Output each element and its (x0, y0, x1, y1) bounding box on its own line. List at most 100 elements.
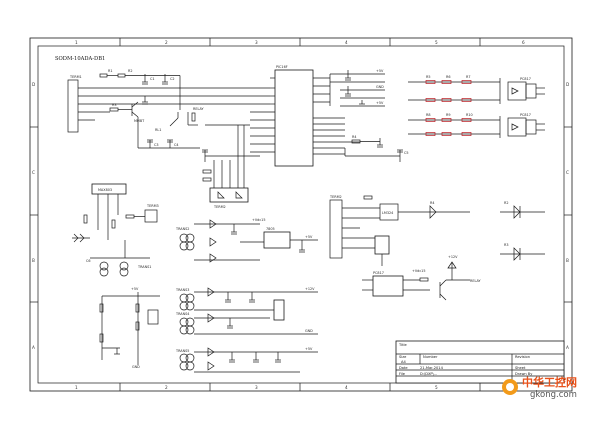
svg-text:R2: R2 (128, 69, 133, 73)
row-grid: D C B A D C B A (30, 82, 572, 350)
comparator-section: TERM2 LM324 R4 (329, 195, 470, 266)
date-label: Date (399, 366, 408, 370)
title-label: Title (398, 343, 407, 347)
svg-text:C6: C6 (86, 259, 91, 263)
svg-text:+5V: +5V (131, 287, 139, 291)
svg-text:TERM2: TERM2 (213, 205, 226, 209)
svg-text:R2: R2 (504, 201, 509, 205)
svg-text:RELAY: RELAY (470, 279, 482, 283)
svg-text:TERM1: TERM1 (69, 75, 82, 79)
svg-text:GND: GND (132, 365, 140, 369)
svg-text:R1: R1 (108, 69, 113, 73)
watermark-url: gkong.com (530, 390, 577, 400)
sheet-label: Sheet (515, 366, 526, 370)
status-led-outputs: R5 R6 R7 R8 R9 R10 PC817 PC817 (408, 75, 545, 138)
reset-supervisor: MAX803 TERM3 TRANS1 C6 (72, 183, 159, 277)
watermark-cn: 中华工控网 (522, 375, 577, 389)
row-label-b: B (32, 258, 35, 263)
drawn-label: Drawn By (515, 372, 533, 376)
svg-text:GND: GND (305, 329, 313, 333)
svg-text:+Vdc15: +Vdc15 (252, 218, 266, 222)
svg-text:+5V: +5V (376, 69, 384, 73)
row-label-a: A (32, 345, 35, 350)
svg-text:R4: R4 (430, 201, 435, 205)
col-label-3-bottom: 3 (255, 385, 258, 390)
svg-text:TRANS5: TRANS5 (175, 349, 189, 353)
svg-text:MAX803: MAX803 (98, 188, 112, 192)
row-label-d-right: D (566, 82, 569, 87)
svg-text:MMBT: MMBT (134, 119, 145, 123)
mcu-u1: PIC16F (250, 65, 360, 167)
svg-text:7805: 7805 (266, 227, 275, 231)
svg-text:RELAY: RELAY (193, 107, 205, 111)
svg-text:GND: GND (376, 85, 384, 89)
svg-text:R9: R9 (446, 113, 451, 117)
column-grid: 1 2 3 4 5 6 1 2 3 4 5 (75, 38, 525, 391)
col-label-5-bottom: 5 (435, 385, 438, 390)
file-value: D:\DXP\... (420, 372, 437, 376)
svg-text:TRANS3: TRANS3 (175, 288, 189, 292)
indicator-leds: R2 R3 (500, 201, 545, 261)
svg-text:+5V: +5V (305, 347, 313, 351)
inner-frame (37, 45, 565, 384)
size-value: A4 (401, 360, 406, 364)
svg-text:C1: C1 (150, 77, 155, 81)
svg-text:LM324: LM324 (382, 211, 393, 215)
svg-text:R8: R8 (426, 113, 431, 117)
row-label-a-right: A (566, 345, 569, 350)
svg-text:R6: R6 (446, 75, 451, 79)
number-label: Number (423, 355, 438, 359)
input-terminal-block: TERM1 R1 R2 C1 C2 (67, 69, 270, 133)
dc-supply-1: TRANS2 7805 +Vdc15 +5V (175, 218, 318, 263)
decoupling-capacitors: +5V GND +5V (329, 69, 385, 107)
svg-text:PC817: PC817 (520, 77, 531, 81)
title-block: Title Size A4 Number Revision Date 21-Ma… (395, 340, 565, 384)
reference-supply: +5V GND (99, 287, 160, 369)
revision-label: Revision (515, 355, 530, 359)
row-label-c-right: C (566, 170, 569, 175)
dc-supply-3: TRANS4 GND (175, 312, 318, 335)
col-label-2: 2 (165, 40, 168, 45)
col-label-1-bottom: 1 (75, 385, 78, 390)
svg-text:R3: R3 (504, 243, 509, 247)
svg-text:PC817: PC817 (520, 113, 531, 117)
row-label-c: C (32, 170, 35, 175)
row-label-b-right: B (566, 258, 569, 263)
file-label: File (399, 372, 406, 376)
watermark-logo: 中华工控网 gkong.com (502, 375, 577, 400)
svg-text:R4: R4 (352, 135, 357, 139)
svg-text:TRANS4: TRANS4 (175, 312, 189, 316)
col-label-4: 4 (345, 40, 348, 45)
dc-supply-4: TRANS5 +5V (175, 347, 318, 373)
svg-text:TERM2: TERM2 (329, 195, 342, 199)
svg-text:C3: C3 (154, 143, 159, 147)
svg-text:RL1: RL1 (155, 128, 161, 132)
reed-relay-section: R3 MMBT RL1 C3 C4 RELAY (109, 101, 260, 162)
svg-text:C5: C5 (404, 151, 409, 155)
svg-text:TRANS2: TRANS2 (175, 227, 189, 231)
col-label-2-bottom: 2 (165, 385, 168, 390)
svg-text:TRANS1: TRANS1 (137, 265, 151, 269)
dc-supply-2: TRANS3 +12V (175, 287, 318, 321)
svg-text:+5V: +5V (305, 235, 313, 239)
svg-text:+12V: +12V (305, 287, 315, 291)
sheet-title: SODM-10ADA-DB1 (55, 56, 105, 62)
optocoupler-output: PC817 +12V RELAY +Vdc15 (362, 255, 482, 301)
mcu-output-network: R4 C5 (344, 135, 409, 162)
col-label-4-bottom: 4 (345, 385, 348, 390)
svg-text:+12V: +12V (448, 255, 458, 259)
col-label-1: 1 (75, 40, 78, 45)
svg-text:+5V: +5V (376, 101, 384, 105)
col-label-3: 3 (255, 40, 258, 45)
svg-text:C4: C4 (174, 143, 179, 147)
svg-text:PIC16F: PIC16F (276, 65, 288, 69)
signal-connector: TERM2 (202, 125, 249, 209)
svg-text:PC817: PC817 (373, 271, 384, 275)
svg-text:R3: R3 (112, 103, 117, 107)
col-label-5: 5 (435, 40, 438, 45)
col-label-6: 6 (522, 40, 525, 45)
svg-text:+Vdc15: +Vdc15 (412, 269, 426, 273)
svg-text:R7: R7 (466, 75, 471, 79)
svg-text:TERM3: TERM3 (146, 204, 159, 208)
